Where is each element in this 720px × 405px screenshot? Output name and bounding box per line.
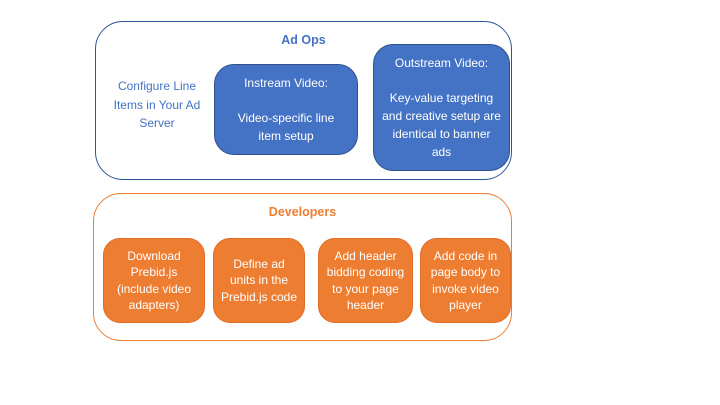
outstream-video-heading: Outstream Video: [394, 56, 489, 70]
developer-step-box: Define ad units in the Prebid.js code [213, 238, 305, 323]
developers-title: Developers [268, 205, 337, 219]
ad-ops-group: Ad Ops Configure Line Items in Your Ad S… [95, 21, 512, 180]
ad-ops-title: Ad Ops [281, 33, 326, 47]
outstream-video-body: Key-value targeting and creative setup a… [382, 91, 501, 159]
developer-step-label: Download Prebid.js (include video adapte… [116, 249, 192, 312]
developer-step-box: Download Prebid.js (include video adapte… [103, 238, 205, 323]
developer-step-label: Add header bidding coding to your page h… [326, 249, 405, 312]
instream-video-box: Instream Video: Video-specific line item… [214, 64, 358, 155]
instream-video-heading: Instream Video: [244, 76, 328, 90]
developers-group: Developers Download Prebid.js (include v… [93, 193, 512, 341]
ad-ops-side-note: Configure Line Items in Your Ad Server [113, 79, 201, 131]
instream-video-body: Video-specific line item setup [237, 111, 335, 143]
developer-step-box: Add code in page body to invoke video pl… [420, 238, 511, 323]
developer-step-label: Define ad units in the Prebid.js code [220, 257, 298, 304]
developer-step-box: Add header bidding coding to your page h… [318, 238, 413, 323]
developer-step-label: Add code in page body to invoke video pl… [430, 249, 501, 312]
outstream-video-box: Outstream Video: Key-value targeting and… [373, 44, 510, 171]
